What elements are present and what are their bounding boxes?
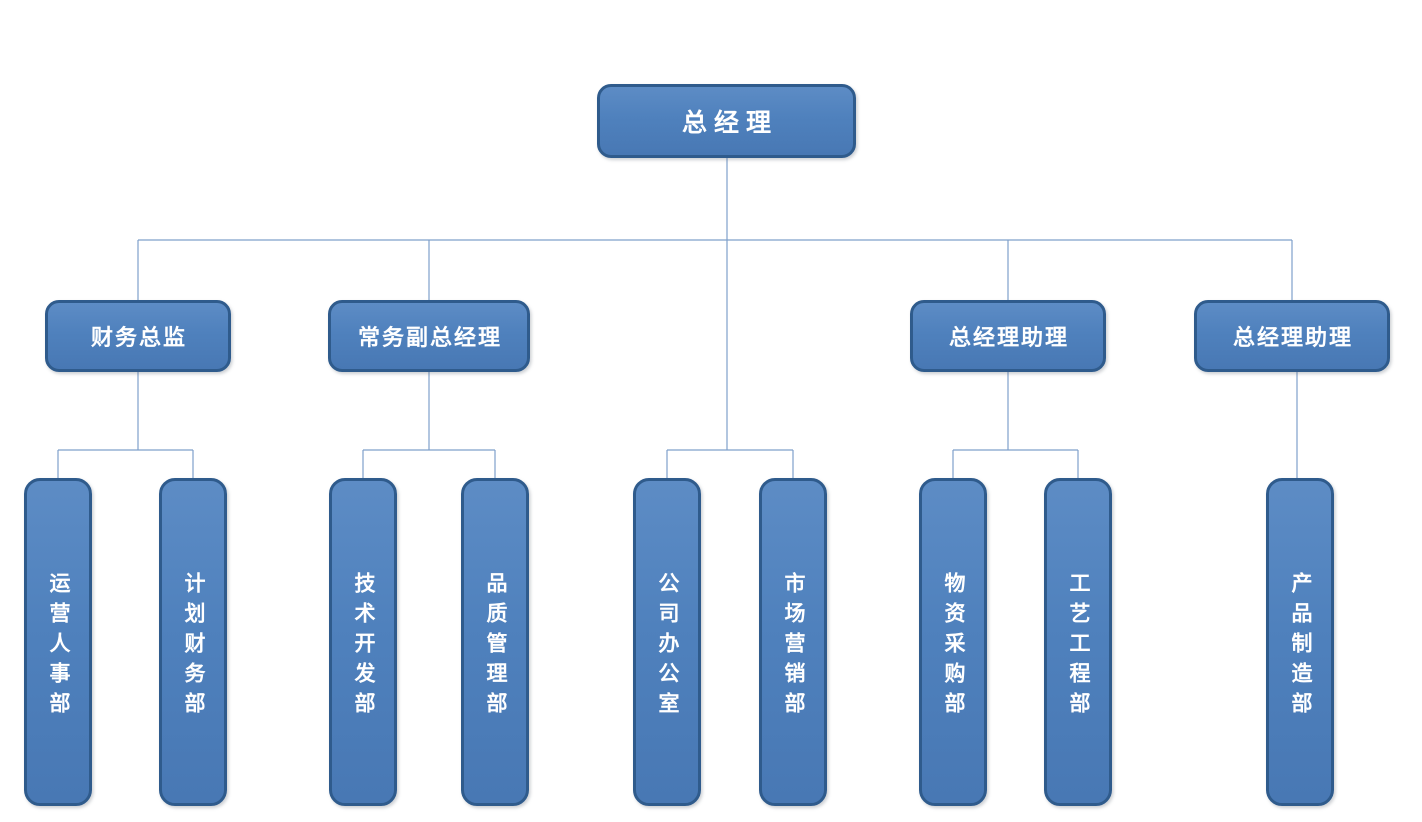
node-label: 总经理助理 [1232, 325, 1353, 350]
node-label: 常务副总经理 [357, 325, 502, 350]
node-dept-quality-management: 品质管理部 [461, 478, 529, 806]
node-label: 总经理助理 [948, 325, 1069, 350]
node-label: 运营人事部 [47, 571, 70, 722]
node-dept-process-engineering: 工艺工程部 [1044, 478, 1112, 806]
node-label: 品质管理部 [484, 571, 507, 722]
node-label: 技术开发部 [352, 571, 375, 722]
node-dept-company-office: 公司办公室 [633, 478, 701, 806]
node-gm-assistant-2: 总经理助理 [1194, 300, 1390, 372]
node-dept-product-manufacturing: 产品制造部 [1266, 478, 1334, 806]
node-label: 计划财务部 [182, 571, 205, 722]
node-label: 产品制造部 [1289, 571, 1312, 722]
node-label: 公司办公室 [656, 571, 679, 722]
node-label: 财务总监 [90, 325, 187, 350]
node-label: 物资采购部 [942, 571, 965, 722]
node-dept-marketing: 市场营销部 [759, 478, 827, 806]
node-executive-deputy-gm: 常务副总经理 [328, 300, 530, 372]
node-label: 工艺工程部 [1067, 571, 1090, 722]
node-general-manager: 总经理 [597, 84, 856, 158]
node-dept-tech-development: 技术开发部 [329, 478, 397, 806]
node-finance-director: 财务总监 [45, 300, 231, 372]
node-dept-planning-finance: 计划财务部 [159, 478, 227, 806]
node-dept-operations-hr: 运营人事部 [24, 478, 92, 806]
node-gm-assistant-1: 总经理助理 [910, 300, 1106, 372]
node-label: 市场营销部 [782, 571, 805, 722]
node-label: 总经理 [681, 109, 778, 137]
node-dept-materials-procurement: 物资采购部 [919, 478, 987, 806]
connector-lines [57, 158, 1298, 478]
